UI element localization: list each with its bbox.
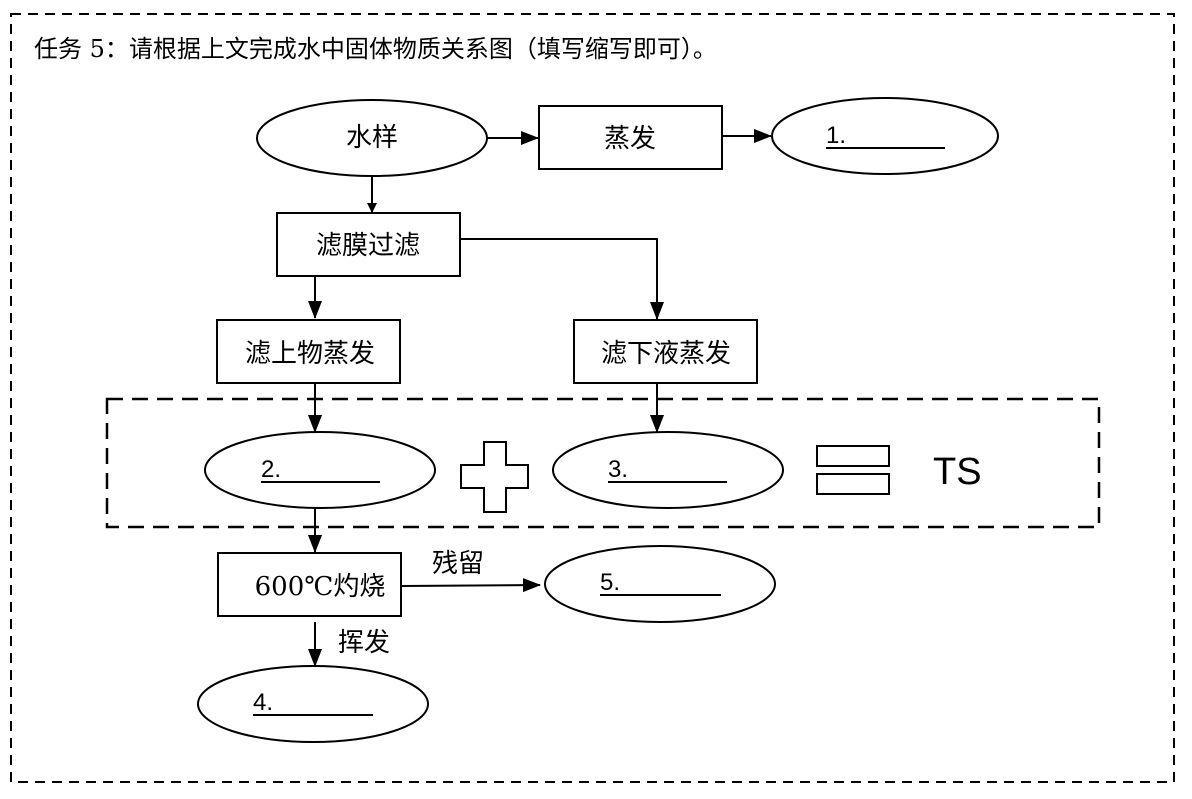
outer-dashed-frame — [10, 13, 1175, 783]
evaporate-node — [538, 105, 723, 170]
volatile-edge-label: 挥发 — [338, 628, 390, 658]
arrow-ignite-to-blank5 — [401, 578, 541, 593]
equals-sign-icon — [816, 445, 890, 495]
blank3-node — [552, 431, 784, 509]
filtrate-evaporate-label: 滤下液蒸发 — [601, 339, 731, 369]
blank5-label: 5. — [600, 569, 620, 596]
blank4-label: 4. — [253, 689, 273, 716]
ignite-node — [217, 552, 402, 617]
filtrate-evaporate-node — [573, 319, 758, 384]
residue-edge-label: 残留 — [432, 549, 484, 579]
blank2-node — [204, 431, 436, 509]
membrane-filter-node — [276, 212, 461, 277]
plus-sign-icon — [460, 441, 529, 513]
blank1-label: 1. — [826, 122, 846, 149]
inner-dashed-group — [105, 397, 1101, 529]
blank5-node — [544, 545, 776, 623]
blank3-label: 3. — [608, 456, 628, 483]
blank4-node — [197, 665, 429, 743]
blank2-label: 2. — [261, 456, 281, 483]
task-title: 任务 5：请根据上文完成水中固体物质关系图（填写缩写即可）。 — [34, 35, 717, 63]
arrow-filter-to-filtrate — [460, 238, 664, 320]
residue-evaporate-node — [216, 319, 401, 384]
residue-evaporate-label: 滤上物蒸发 — [245, 339, 375, 369]
membrane-filter-label: 滤膜过滤 — [316, 231, 420, 261]
ignite-label: 600℃灼烧 — [255, 572, 386, 602]
water-sample-label: 水样 — [346, 123, 398, 153]
total-solids-label: TS — [933, 451, 982, 493]
blank1-node — [771, 97, 999, 175]
evaporate-label: 蒸发 — [604, 124, 656, 154]
